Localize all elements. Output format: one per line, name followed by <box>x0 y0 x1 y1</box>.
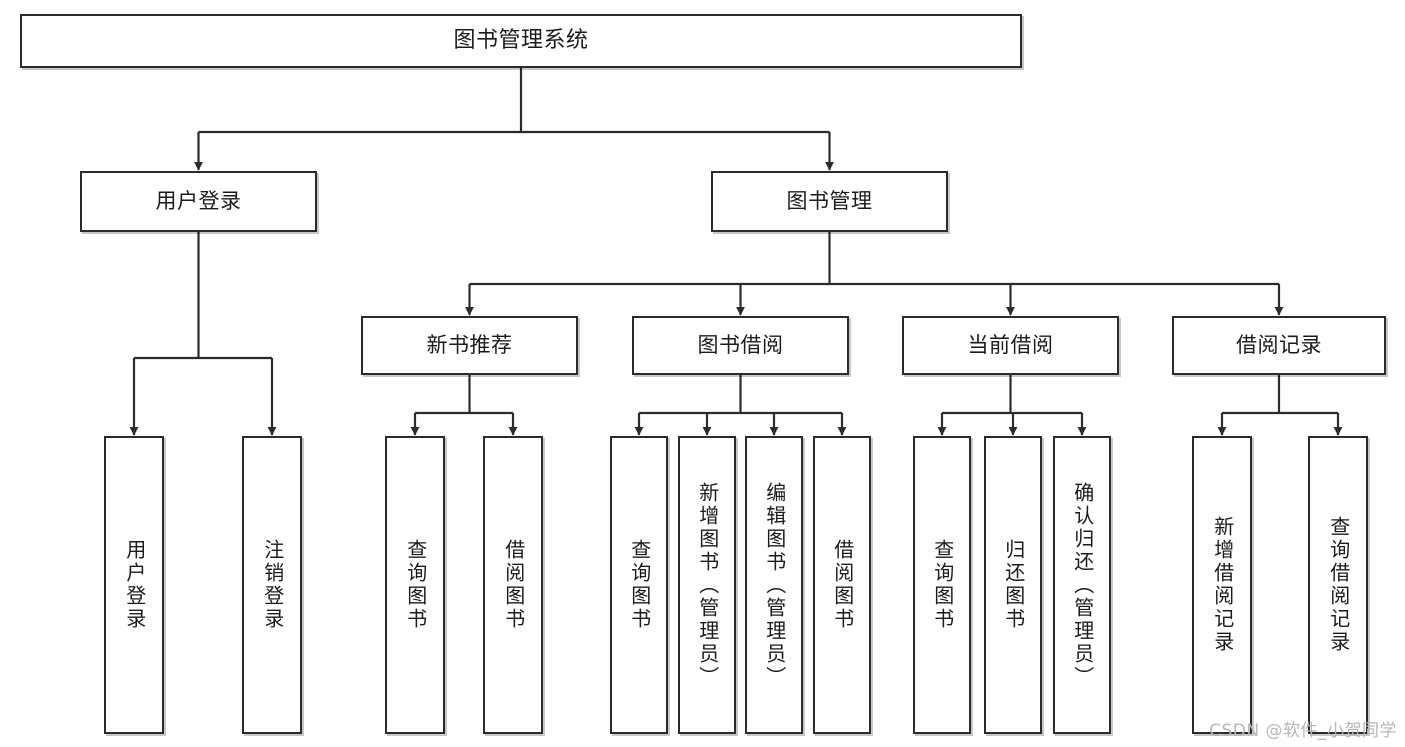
node-label: 查询借阅记录 <box>1326 516 1351 654</box>
node-leaf-new-2[interactable]: 借阅图书 <box>483 436 543 734</box>
node-label: 查询图书 <box>627 539 652 631</box>
node-newbook[interactable]: 新书推荐 <box>361 316 578 375</box>
node-label: 编辑图书（管理员） <box>762 481 787 689</box>
node-borrow[interactable]: 图书借阅 <box>632 316 849 375</box>
node-label: 确认归还（管理员） <box>1070 481 1095 689</box>
watermark: CSDN @软件_小贺同学 <box>1209 721 1397 741</box>
node-leaf-rec-2[interactable]: 查询借阅记录 <box>1308 436 1368 734</box>
node-label: 用户登录 <box>122 539 147 631</box>
node-leaf-cur-2[interactable]: 归还图书 <box>984 436 1042 734</box>
node-label: 新书推荐 <box>426 333 513 358</box>
node-label: 借阅图书 <box>830 539 855 631</box>
node-records[interactable]: 借阅记录 <box>1172 316 1386 375</box>
node-leaf-login-2[interactable]: 注销登录 <box>242 436 302 734</box>
node-label: 新增借阅记录 <box>1210 516 1235 654</box>
node-label: 借阅图书 <box>501 539 526 631</box>
node-root[interactable]: 图书管理系统 <box>20 14 1022 68</box>
node-leaf-cur-3[interactable]: 确认归还（管理员） <box>1053 436 1111 734</box>
node-login[interactable]: 用户登录 <box>80 171 317 232</box>
node-leaf-new-1[interactable]: 查询图书 <box>385 436 445 734</box>
node-leaf-login-1[interactable]: 用户登录 <box>104 436 164 734</box>
node-leaf-cur-1[interactable]: 查询图书 <box>913 436 971 734</box>
node-label: 归还图书 <box>1001 539 1026 631</box>
node-label: 查询图书 <box>930 539 955 631</box>
node-leaf-borrow-3[interactable]: 编辑图书（管理员） <box>745 436 803 734</box>
node-leaf-borrow-2[interactable]: 新增图书（管理员） <box>678 436 736 734</box>
node-label: 注销登录 <box>260 539 285 631</box>
node-label: 图书管理系统 <box>453 28 589 54</box>
node-leaf-borrow-1[interactable]: 查询图书 <box>610 436 668 734</box>
node-leaf-borrow-4[interactable]: 借阅图书 <box>813 436 871 734</box>
node-label: 用户登录 <box>155 189 242 214</box>
node-bookmgmt[interactable]: 图书管理 <box>711 171 948 232</box>
node-label: 借阅记录 <box>1236 333 1322 358</box>
node-current[interactable]: 当前借阅 <box>902 316 1119 375</box>
node-label: 查询图书 <box>403 539 428 631</box>
node-label: 新增图书（管理员） <box>695 481 720 689</box>
node-label: 图书管理 <box>786 189 873 214</box>
node-label: 图书借阅 <box>697 333 784 358</box>
node-label: 当前借阅 <box>967 333 1054 358</box>
node-leaf-rec-1[interactable]: 新增借阅记录 <box>1192 436 1252 734</box>
